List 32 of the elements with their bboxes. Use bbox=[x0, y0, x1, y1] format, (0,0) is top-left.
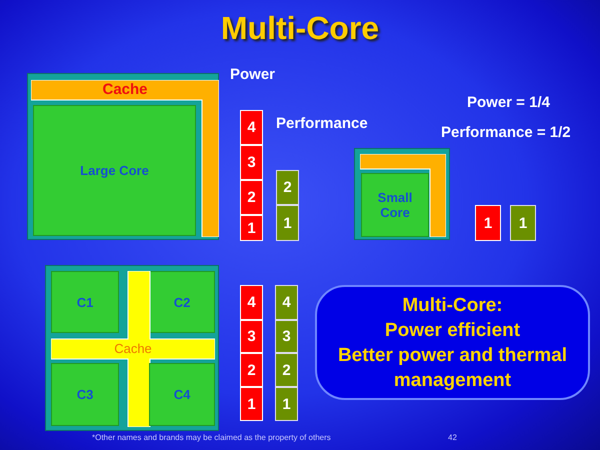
core-block: Large Core bbox=[33, 105, 196, 236]
core-block: C1 bbox=[51, 271, 119, 333]
power-bar: 4 bbox=[240, 285, 263, 320]
cache-block bbox=[360, 154, 446, 237]
ratio-text: Performance = 1/2 bbox=[441, 124, 571, 141]
power-bar: 1 bbox=[240, 215, 263, 241]
performance-bar: 4 bbox=[275, 285, 298, 320]
power-bar: 1 bbox=[475, 205, 501, 241]
footer-note: *Other names and brands may be claimed as the property of others bbox=[92, 433, 331, 442]
performance-bar: 1 bbox=[276, 205, 299, 241]
power-bar: 3 bbox=[240, 320, 263, 353]
core-block: C2 bbox=[149, 271, 215, 333]
ratio-text: Power = 1/4 bbox=[467, 94, 550, 111]
power-bar: 4 bbox=[240, 110, 263, 145]
performance-bar: 3 bbox=[275, 320, 298, 353]
axis-label: Performance bbox=[276, 115, 368, 132]
axis-label: Power bbox=[230, 66, 276, 83]
slide-title: Multi-Core bbox=[220, 10, 380, 47]
performance-bar: 1 bbox=[275, 387, 298, 421]
core-block: C3 bbox=[51, 363, 119, 426]
power-bar: 3 bbox=[240, 145, 263, 180]
power-bar: 2 bbox=[240, 353, 263, 387]
page-number: 42 bbox=[448, 433, 457, 442]
core-block: C4 bbox=[149, 363, 215, 426]
core-block: Small Core bbox=[361, 173, 429, 237]
power-bar: 1 bbox=[240, 387, 263, 421]
chip-frame bbox=[354, 148, 450, 240]
performance-bar: 2 bbox=[275, 353, 298, 387]
summary-panel: Multi-Core: Power efficient Better power and thermal management bbox=[315, 285, 590, 400]
performance-bar: 2 bbox=[276, 170, 299, 205]
performance-bar: 1 bbox=[510, 205, 536, 241]
power-bar: 2 bbox=[240, 180, 263, 215]
